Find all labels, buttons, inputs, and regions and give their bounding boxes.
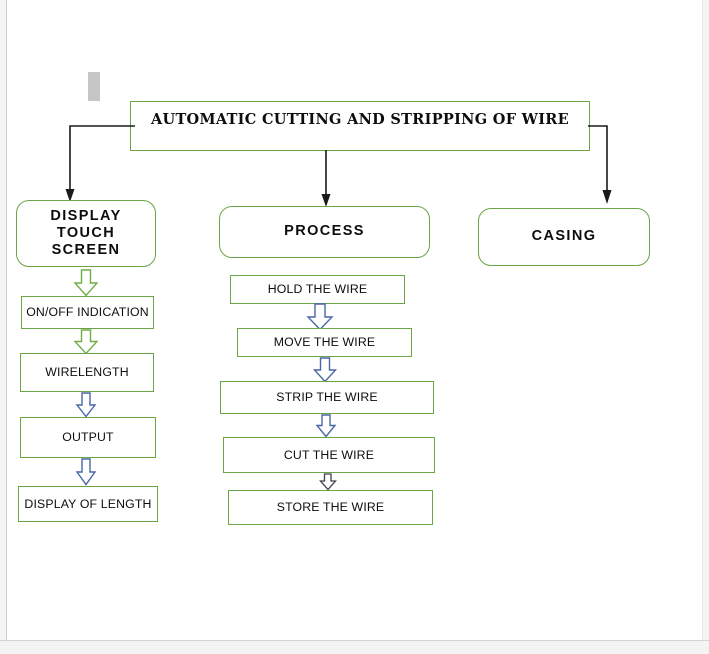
node-hold-the-wire[interactable]: HOLD THE WIRE <box>230 275 405 304</box>
node-store-the-wire-label: STORE THE WIRE <box>276 500 385 515</box>
arrow-output-to-display-of-length <box>74 458 98 486</box>
arrow-display-to-on-off-indication <box>71 269 101 297</box>
node-strip-the-wire[interactable]: STRIP THE WIRE <box>220 381 434 414</box>
node-display-touch-screen-label: DISPLAY TOUCH SCREEN <box>50 208 121 259</box>
arrow-strip-to-cut-the-wire <box>314 414 338 438</box>
node-output-label: OUTPUT <box>62 430 114 445</box>
arrow-hold-to-move-the-wire <box>304 303 336 331</box>
connector-title-to-display <box>60 118 140 208</box>
arrow-wirelength-to-output <box>74 392 98 418</box>
node-hold-the-wire-label: HOLD THE WIRE <box>267 282 368 297</box>
node-on-off-indication[interactable]: ON/OFF INDICATION <box>21 296 154 329</box>
node-casing-label: CASING <box>531 228 597 245</box>
node-wirelength-label: WIRELENGTH <box>45 365 129 380</box>
display-line-3: SCREEN <box>51 242 121 259</box>
node-wirelength[interactable]: WIRELENGTH <box>20 353 154 392</box>
display-line-1: DISPLAY <box>50 207 122 224</box>
page-bottom-strip <box>0 640 709 654</box>
node-move-the-wire[interactable]: MOVE THE WIRE <box>237 328 412 357</box>
node-cut-the-wire-label: CUT THE WIRE <box>283 447 375 462</box>
node-output[interactable]: OUTPUT <box>20 417 156 458</box>
node-process-label: PROCESS <box>284 223 365 240</box>
node-display-touch-screen[interactable]: DISPLAY TOUCH SCREEN <box>16 200 156 267</box>
node-display-of-length[interactable]: DISPLAY OF LENGTH <box>18 486 158 522</box>
arrow-cut-to-store-the-wire <box>317 473 339 491</box>
node-store-the-wire[interactable]: STORE THE WIRE <box>228 490 433 525</box>
connector-title-to-process <box>316 150 336 210</box>
node-move-the-wire-label: MOVE THE WIRE <box>273 335 376 350</box>
node-title-automatic-cutting-and-stripping-of-wire[interactable]: AUTOMATIC CUTTING AND STRIPPING OF WIRE <box>130 101 590 151</box>
arrow-on-off-indication-to-wirelength <box>71 329 101 355</box>
display-line-2: TOUCH <box>56 224 116 241</box>
node-on-off-indication-label: ON/OFF INDICATION <box>26 305 149 320</box>
node-strip-the-wire-label: STRIP THE WIRE <box>276 390 378 405</box>
node-title-label: AUTOMATIC CUTTING AND STRIPPING OF WIRE <box>150 111 570 128</box>
node-casing[interactable]: CASING <box>478 208 650 266</box>
connector-title-to-casing <box>585 118 625 208</box>
node-display-of-length-label: DISPLAY OF LENGTH <box>24 496 152 511</box>
node-process[interactable]: PROCESS <box>219 206 430 258</box>
gray-mark-artifact <box>88 72 100 101</box>
arrow-move-to-strip-the-wire <box>311 357 339 383</box>
node-cut-the-wire[interactable]: CUT THE WIRE <box>223 437 435 473</box>
